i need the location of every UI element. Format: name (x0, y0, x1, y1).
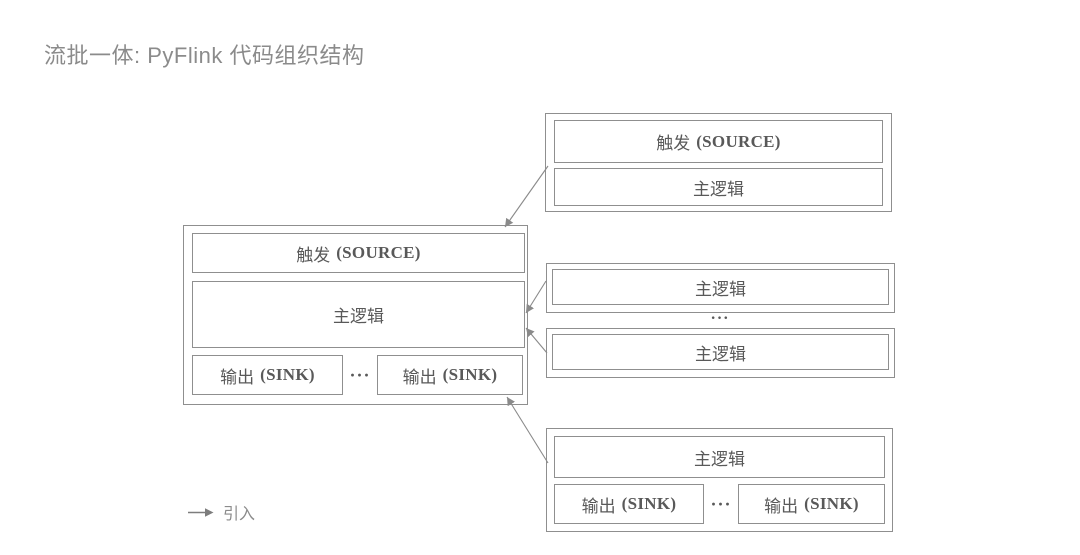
legend: 引入 (187, 500, 255, 524)
bottom-logic-box: 主逻辑 (554, 436, 885, 478)
topright-trigger-source-box: 触发 (SOURCE) (554, 120, 883, 163)
bottom-sink-box-1: 输出 (SINK) (554, 484, 704, 524)
main-logic-label: 主逻辑 (694, 449, 745, 469)
arrow-module2-to-main (525, 327, 548, 354)
source-label: (SOURCE) (696, 131, 781, 151)
output-label: 输出 (581, 496, 616, 516)
sink-label: (SINK) (804, 494, 859, 513)
output-label: 输出 (402, 367, 437, 387)
top-right-job-group: 触发 (SOURCE) 主逻辑 (545, 113, 892, 212)
page-title: 流批一体: PyFlink 代码组织结构 (44, 43, 365, 68)
trigger-label: 触发 (656, 134, 691, 153)
source-label: (SOURCE) (336, 243, 421, 262)
main-logic-label: 主逻辑 (693, 179, 744, 199)
bottom-sink-ellipsis: ··· (710, 493, 732, 514)
legend-label: 引入 (223, 506, 256, 523)
main-logic-label: 主逻辑 (695, 344, 746, 364)
main-job-group: 触发 (SOURCE) 主逻辑 输出 (SINK) ··· 输出 (SINK) (183, 225, 528, 405)
sink-ellipsis: ··· (349, 364, 371, 385)
modules-ellipsis: ··· (710, 309, 730, 327)
topright-logic-box: 主逻辑 (554, 168, 883, 206)
sink-label: (SINK) (442, 365, 498, 384)
main-sink-box-1: 输出 (SINK) (192, 355, 343, 395)
arrow-module1-to-main (525, 280, 547, 314)
sink-label: (SINK) (260, 365, 315, 384)
logic-module-2: 主逻辑 (546, 328, 895, 378)
output-label: 输出 (764, 496, 799, 516)
logic-module-2-box: 主逻辑 (552, 334, 889, 370)
main-logic-label: 主逻辑 (333, 307, 384, 326)
bottom-sink-box-2: 输出 (SINK) (738, 484, 885, 524)
main-logic-box: 主逻辑 (192, 281, 525, 348)
logic-module-1-box: 主逻辑 (552, 269, 889, 305)
main-trigger-source-box: 触发 (SOURCE) (192, 233, 525, 273)
output-label: 输出 (220, 367, 255, 387)
arrow-bottom-to-main (506, 396, 549, 464)
arrow-topright-to-main (504, 165, 549, 228)
bottom-right-job-group: 主逻辑 输出 (SINK) ··· 输出 (SINK) (546, 428, 893, 532)
main-sink-box-2: 输出 (SINK) (377, 355, 523, 395)
arrow-right-icon (188, 507, 214, 517)
trigger-label: 触发 (296, 245, 331, 265)
main-logic-label: 主逻辑 (695, 279, 746, 299)
logic-module-1: 主逻辑 (546, 263, 895, 313)
sink-label: (SINK) (621, 494, 677, 513)
